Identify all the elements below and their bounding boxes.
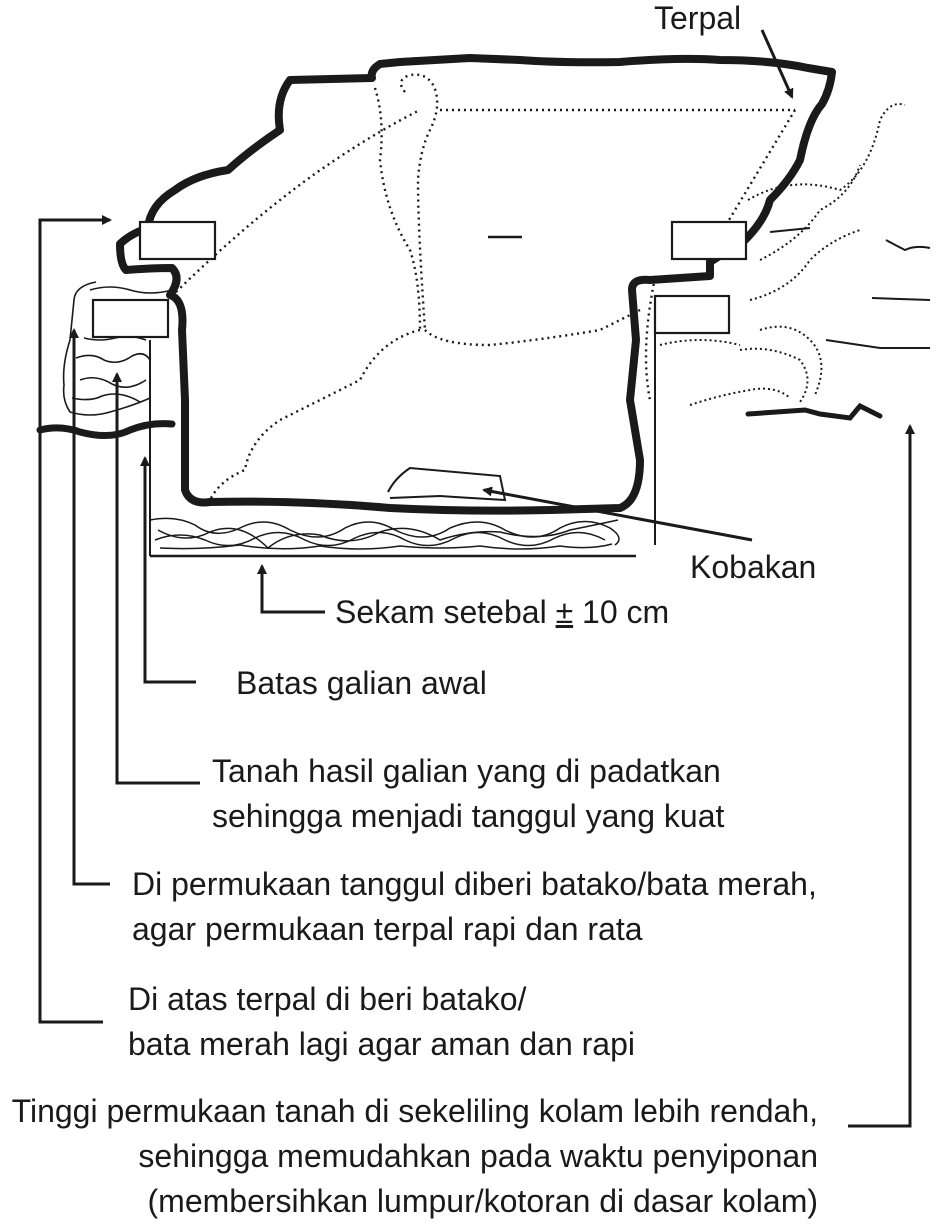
label-tinggi-permukaan: Tinggi permukaan tanah di sekeliling kol… [12,1089,818,1224]
tinggi-permukaan-arrow [848,424,915,1128]
permukaan-tanggul-arrow [69,328,110,886]
brick-lower-left [91,298,170,339]
label-sekam-suffix: 10 cm [573,594,670,630]
label-tinggi-permukaan-line3: (membersihkan lumpur/kotoran di dasar ko… [147,1183,818,1219]
atas-terpal-arrow [38,215,112,1024]
label-sekam-plus-minus: ± [555,594,574,630]
label-tinggi-permukaan-line1: Tinggi permukaan tanah di sekeliling kol… [11,1093,818,1129]
ground-line-left [36,420,176,439]
label-atas-terpal-line2: bata merah lagi agar aman dan rapi [128,1026,635,1062]
kobakan-arrow [482,486,753,542]
tanah-hasil-arrow [112,372,200,785]
label-tanah-hasil: Tanah hasil galian yang di padatkan sehi… [212,749,724,839]
husk-layer [149,517,620,550]
kobakan-shape [387,466,507,502]
label-atas-terpal-line1: Di atas terpal di beri batako/ [128,981,527,1017]
terpal-arrow [760,29,794,99]
label-terpal: Terpal [654,0,742,36]
leader-lines [38,29,915,1128]
label-permukaan-tanggul-line1: Di permukaan tanggul diberi batako/bata … [132,866,817,902]
label-kobakan: Kobakan [690,549,817,585]
label-batas-galian: Batas galian awal [236,665,487,701]
label-tinggi-permukaan-line2: sehingga memudahkan pada waktu penyipona… [138,1138,818,1174]
sekam-arrow [257,564,325,614]
label-sekam: Sekam setebal ± 10 cm [335,590,669,635]
label-tanah-hasil-line1: Tanah hasil galian yang di padatkan [212,753,721,789]
ground-line-right [745,402,883,421]
label-permukaan-tanggul: Di permukaan tanggul diberi batako/bata … [132,862,817,952]
label-tanah-hasil-line2: sehingga menjadi tanggul yang kuat [212,798,725,834]
batas-galian-arrow [140,456,196,684]
brick-top-left [138,220,217,261]
right-embankment [659,103,906,406]
brick-lower-right [653,294,731,335]
ground-strokes-right [769,227,931,349]
tarp-outline [116,54,836,515]
label-sekam-prefix: Sekam setebal [335,594,556,630]
brick-top-right [670,220,748,261]
label-atas-terpal: Di atas terpal di beri batako/ bata mera… [128,977,635,1067]
left-embankment [62,281,173,416]
label-permukaan-tanggul-line2: agar permukaan terpal rapi dan rata [132,911,643,947]
